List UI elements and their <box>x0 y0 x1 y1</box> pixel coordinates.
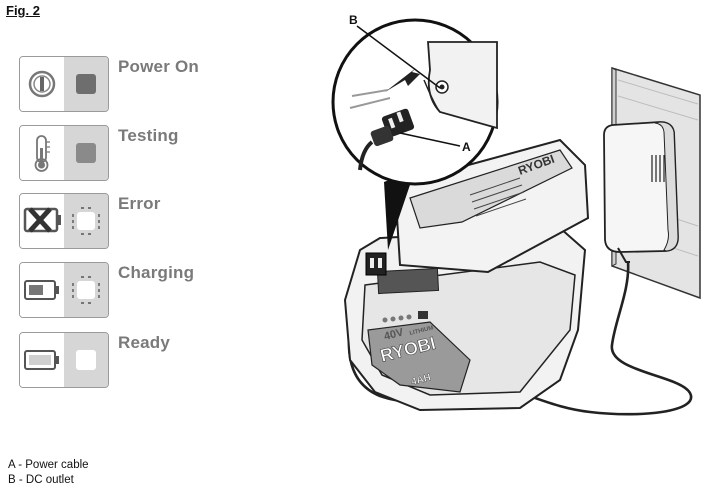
status-row-testing: Testing <box>19 125 229 181</box>
dc-plug-connected <box>365 252 387 276</box>
legend-item-a: A - Power cable <box>8 459 89 471</box>
status-light-panel <box>64 57 108 111</box>
status-tile <box>19 262 109 318</box>
magnifier-detail <box>331 18 499 186</box>
power-adapter <box>603 121 679 263</box>
callout-b-leader <box>356 25 441 89</box>
led-flashing-icon <box>72 276 100 304</box>
battery-voltage-label: 40V <box>383 326 406 343</box>
led-solid-icon <box>76 143 96 163</box>
power-icon <box>28 70 56 98</box>
status-icon-panel <box>20 126 64 180</box>
status-icon-panel <box>20 194 64 248</box>
led-flashing-icon <box>72 207 100 235</box>
status-icon-panel <box>20 333 64 387</box>
dc-plug-detail <box>358 108 415 171</box>
status-tile <box>19 332 109 388</box>
status-row-power-on: Power On <box>19 56 229 112</box>
callout-a-leader <box>399 132 461 147</box>
legend-item-b: B - DC outlet <box>8 474 74 486</box>
battery-pack: 40V LITHIUM RYOBI 4AH <box>343 226 587 412</box>
status-row-charging: Charging <box>19 262 229 318</box>
status-tile <box>19 193 109 249</box>
battery-x-icon <box>23 207 61 233</box>
led-solid-icon <box>76 350 96 370</box>
magnifier-pointer <box>384 170 415 250</box>
status-light-panel <box>64 126 108 180</box>
status-icon-panel <box>20 57 64 111</box>
status-label-charging: Charging <box>118 263 195 282</box>
figure-title: Fig. 2 <box>6 3 40 18</box>
thermometer-icon <box>34 135 50 172</box>
status-tile <box>19 56 109 112</box>
led-solid-icon <box>76 74 96 94</box>
callout-b: B <box>349 13 358 27</box>
battery-capacity-label: 4AH <box>410 372 432 388</box>
status-row-ready: Ready <box>19 332 229 388</box>
battery-full-icon <box>24 350 59 370</box>
status-icon-panel <box>20 263 64 317</box>
battery-chemistry-label: LITHIUM <box>409 325 434 337</box>
legend: A - Power cable B - DC outlet <box>8 458 89 488</box>
status-label-ready: Ready <box>118 333 171 352</box>
status-row-error: Error <box>19 193 229 249</box>
status-light-panel <box>64 263 108 317</box>
power-cable <box>347 261 693 416</box>
status-label-power-on: Power On <box>118 57 199 76</box>
status-tile <box>19 125 109 181</box>
battery-charging-icon <box>24 280 59 300</box>
status-label-testing: Testing <box>118 126 179 145</box>
status-label-error: Error <box>118 194 161 213</box>
status-light-panel <box>64 333 108 387</box>
status-light-panel <box>64 194 108 248</box>
callout-a: A <box>462 140 471 154</box>
